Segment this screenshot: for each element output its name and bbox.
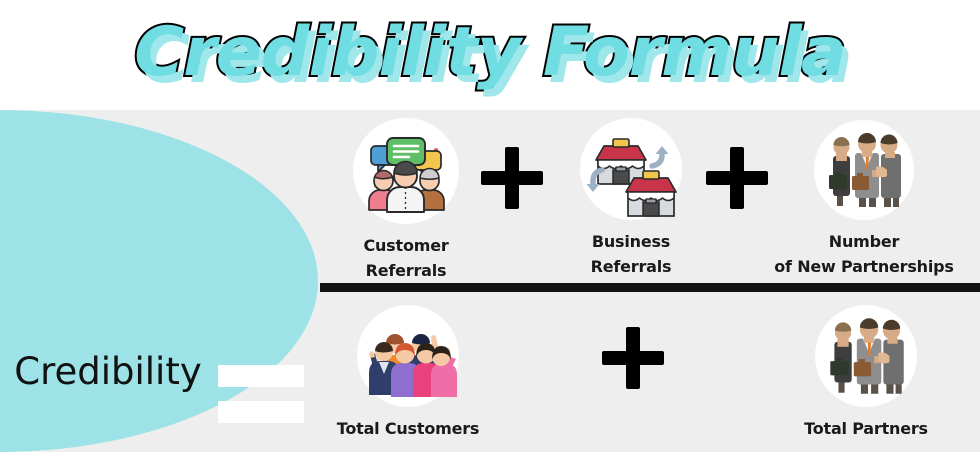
term-total-partners-label: Total Partners	[804, 419, 928, 438]
new-partnerships-circle	[814, 120, 914, 220]
business-referrals-circle	[580, 118, 682, 220]
term-total-customers-label: Total Customers	[336, 419, 480, 438]
term-new-partnerships-label: Number of New Partnerships	[774, 232, 954, 276]
total-customers-circle	[357, 305, 459, 407]
term-new-partnerships: Number of New Partnerships	[766, 120, 962, 279]
fraction-rule	[320, 283, 980, 292]
term-business-referrals: Business Referrals	[552, 118, 710, 279]
customer-referrals-icon	[353, 118, 459, 224]
equals-sign-bottom-bar	[218, 401, 304, 423]
term-customer-referrals: Customer Referrals	[320, 118, 492, 283]
result-label: Credibility	[14, 350, 202, 393]
term-total-partners: Total Partners	[768, 305, 964, 441]
total-partners-icon	[815, 305, 917, 407]
formula-body: Credibility	[0, 110, 980, 452]
term-total-customers: Total Customers	[322, 305, 494, 441]
plus-operator-numerator-1	[481, 147, 543, 209]
business-referrals-icon	[580, 118, 682, 220]
plus-operator-denominator-1	[602, 327, 664, 389]
page-title: Credibility Formula	[132, 11, 849, 94]
plus-operator-numerator-2	[706, 147, 768, 209]
term-customer-referrals-label: Customer Referrals	[363, 236, 449, 280]
total-customers-icon	[357, 305, 459, 407]
equals-sign-top-bar	[218, 365, 304, 387]
customer-referrals-circle	[353, 118, 459, 224]
new-partnerships-icon	[814, 120, 914, 220]
term-business-referrals-label: Business Referrals	[590, 232, 672, 276]
total-partners-circle	[815, 305, 917, 407]
title-band: Credibility Formula	[0, 0, 980, 110]
